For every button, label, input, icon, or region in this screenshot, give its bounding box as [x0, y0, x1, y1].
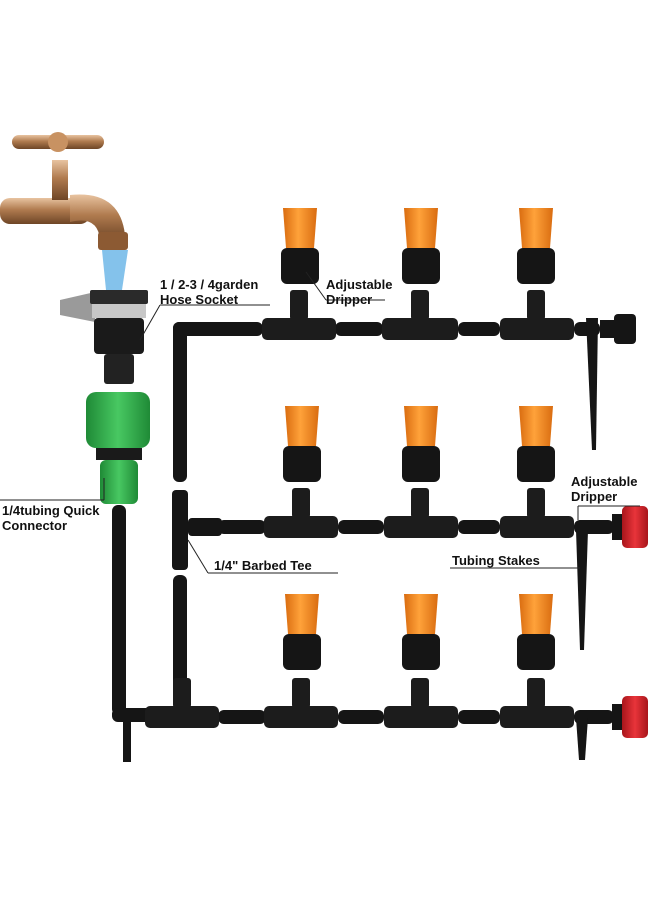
tube-top-start — [173, 322, 263, 336]
sprinkler-mid-1 — [283, 406, 321, 482]
quick-connector-ring — [96, 448, 142, 460]
tube-mid-seg-2 — [458, 520, 500, 534]
tube-bottom-seg-1 — [338, 710, 384, 724]
quick-connector — [86, 392, 150, 504]
label-adjustable-dripper-top-line1: Adjustable — [326, 277, 393, 292]
tee-mid-3 — [500, 488, 574, 538]
tee-top-3 — [500, 290, 574, 340]
sprinkler-heads — [281, 208, 555, 670]
tube-ground-stake — [123, 720, 131, 762]
label-adjustable-dripper-right-line2: Dripper — [571, 489, 618, 504]
stake-bottom — [576, 718, 588, 760]
tube-bottom-seg-0 — [218, 710, 266, 724]
end-cap-top — [600, 314, 636, 344]
tee-bottom-3 — [500, 678, 574, 728]
faucet-body — [0, 198, 90, 224]
sprinkler-bottom-3 — [517, 594, 555, 670]
sprinkler-mid-2 — [402, 406, 440, 482]
red-dripper-mid — [612, 506, 648, 548]
tube-left-vertical-upper — [173, 322, 187, 482]
tee-bottom-0 — [145, 678, 219, 728]
tube-left-vertical-lower — [173, 575, 187, 705]
tube-mid-seg-0 — [218, 520, 266, 534]
tee-bottom-2 — [384, 678, 458, 728]
label-adjustable-dripper-top-line2: Dripper — [326, 292, 373, 307]
faucet — [0, 132, 128, 290]
faucet-stem — [52, 160, 68, 200]
leader-lines — [0, 271, 640, 574]
sprinkler-top-3 — [517, 208, 555, 284]
label-quick-connector-line1: 1/4tubing Quick — [2, 503, 100, 518]
tee-bottom-1 — [264, 678, 338, 728]
leader-hose-socket — [139, 304, 161, 341]
label-barbed-tee: 1/4" Barbed Tee — [214, 558, 312, 573]
red-dripper-bottom — [612, 696, 648, 738]
tube-bottom-seg-2 — [458, 710, 500, 724]
tubing-network — [112, 322, 614, 762]
end-fittings — [600, 314, 648, 738]
tee-mid-2 — [384, 488, 458, 538]
hose-socket — [60, 290, 148, 384]
socket-nozzle — [104, 354, 134, 384]
quick-connector-threads — [100, 460, 138, 504]
tube-main-down — [112, 505, 126, 715]
faucet-handle-knob — [48, 132, 68, 152]
label-tubing-stakes: Tubing Stakes — [452, 553, 540, 568]
label-hose-socket-line2: Hose Socket — [160, 292, 239, 307]
leader-barbed-tee — [187, 539, 209, 574]
tubing-stakes — [576, 318, 598, 760]
socket-body — [94, 318, 144, 354]
label-quick-connector: 1/4tubing Quick Connector — [2, 503, 100, 533]
faucet-nozzle — [98, 232, 128, 250]
tube-top-seg-2 — [458, 322, 500, 336]
barbed-tee — [172, 490, 222, 570]
label-adjustable-dripper-right: Adjustable Dripper — [571, 474, 637, 504]
tee-fittings — [145, 290, 574, 728]
sprinkler-mid-3 — [517, 406, 555, 482]
sprinkler-bottom-2 — [402, 594, 440, 670]
sprinkler-top-2 — [402, 208, 440, 284]
water-stream — [102, 250, 128, 290]
tee-top-1 — [262, 290, 336, 340]
leader-dripper-top — [305, 271, 327, 301]
barbed-tee-branch — [188, 518, 222, 536]
tee-mid-1 — [264, 488, 338, 538]
label-adjustable-dripper-top: Adjustable Dripper — [326, 277, 392, 307]
wing-nut — [60, 292, 95, 322]
label-hose-socket: 1 / 2-3 / 4garden Hose Socket — [160, 277, 258, 307]
label-hose-socket-line1: 1 / 2-3 / 4garden — [160, 277, 259, 292]
stake-mid — [576, 530, 588, 650]
quick-connector-body — [86, 392, 150, 448]
stake-top — [586, 318, 598, 450]
socket-metal-ring — [92, 304, 146, 318]
socket-top-ring — [90, 290, 148, 304]
sprinkler-top-1 — [281, 208, 319, 284]
label-adjustable-dripper-right-line1: Adjustable — [571, 474, 638, 489]
barbed-tee-vertical — [172, 490, 188, 570]
sprinkler-bottom-1 — [283, 594, 321, 670]
tube-mid-seg-1 — [338, 520, 384, 534]
label-quick-connector-line2: Connector — [2, 518, 67, 533]
tube-top-seg-1 — [335, 322, 383, 336]
faucet-spout — [70, 194, 125, 240]
tee-top-2 — [382, 290, 458, 340]
